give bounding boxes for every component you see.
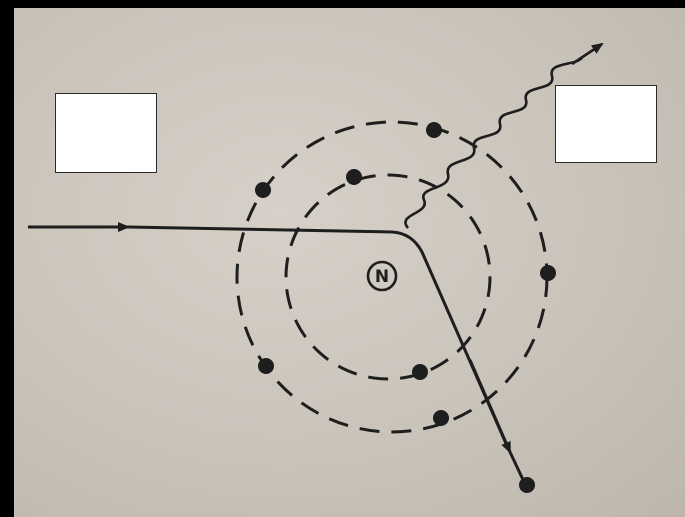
scattered-particle (519, 477, 535, 493)
electron (433, 410, 449, 426)
deflected-particle-arrow (470, 360, 510, 452)
nucleus: N (368, 262, 396, 290)
nucleus-label: N (375, 267, 389, 287)
answer-box-left[interactable] (55, 93, 157, 173)
electron (426, 122, 442, 138)
answer-box-right[interactable] (555, 85, 657, 163)
particle-path (128, 227, 508, 448)
electron (412, 364, 428, 380)
photon-arrow (572, 44, 602, 64)
outer-electron-shell (237, 122, 547, 432)
electron (255, 182, 271, 198)
electron (346, 169, 362, 185)
electron (540, 265, 556, 281)
electron (258, 358, 274, 374)
